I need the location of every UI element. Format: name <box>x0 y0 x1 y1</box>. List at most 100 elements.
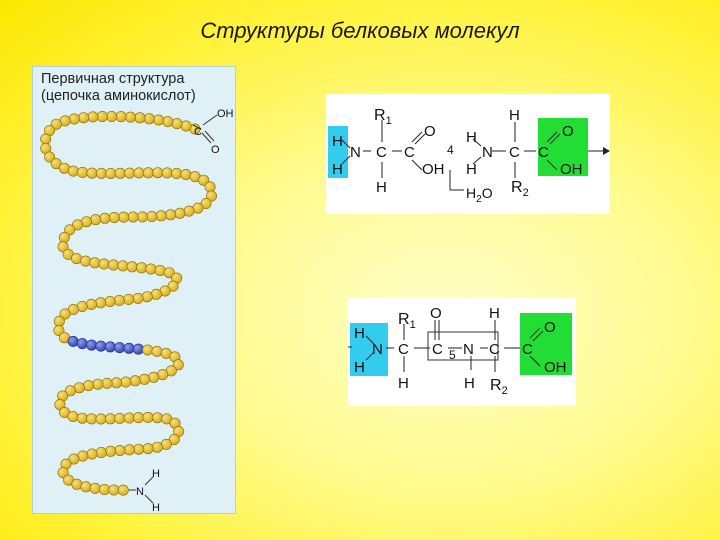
highlighted-amino-acid-bead <box>132 343 144 355</box>
peptide-bond-box <box>427 331 499 361</box>
r1-r2: R2 <box>511 179 529 199</box>
amino-acid-bead <box>151 441 163 453</box>
amino-acid-bead <box>134 112 146 124</box>
amino-acid-bead <box>89 482 101 494</box>
amino-acid-bead <box>70 253 82 265</box>
amino-acid-bead <box>78 112 90 124</box>
amino-acid-bead <box>90 214 102 226</box>
amino-acid-bead <box>72 219 84 231</box>
amino-acid-bead <box>68 453 80 465</box>
r2-c4: C <box>522 341 533 358</box>
amino-acid-bead <box>80 255 92 267</box>
amino-acid-bead <box>127 211 139 223</box>
amino-acid-bead <box>142 443 154 455</box>
amino-acid-bead <box>161 167 173 179</box>
amino-acid-bead <box>171 168 183 180</box>
amino-acid-bead <box>95 167 107 179</box>
r1-o: O <box>424 123 436 140</box>
amino-acid-bead <box>111 377 123 389</box>
highlighted-amino-acid-bead <box>114 342 126 354</box>
r1-h-bottom: H <box>332 161 343 178</box>
amino-acid-bead <box>172 359 184 371</box>
r1-h-top: H <box>332 133 343 150</box>
amino-acid-bead <box>133 412 145 424</box>
amino-acid-bead <box>101 377 113 389</box>
r1-c1: C <box>376 144 387 161</box>
bead-chain <box>40 110 218 496</box>
amino-acid-bead <box>68 113 80 125</box>
amino-acid-bead <box>142 344 154 356</box>
highlighted-amino-acid-bead <box>86 339 98 351</box>
amino-acid-bead <box>82 380 94 392</box>
amino-acid-bead <box>204 181 216 193</box>
carboxyl-group-highlight <box>538 118 588 176</box>
amino-acid-bead <box>105 168 117 180</box>
r2-h-under-n2: H <box>464 375 475 392</box>
amino-acid-bead <box>139 373 151 385</box>
amino-acid-bead <box>96 110 108 122</box>
amino-acid-bead <box>125 111 137 123</box>
amino-acid-bead <box>95 413 107 425</box>
amino-group-highlight <box>328 126 348 178</box>
r2-h-bottom: H <box>354 359 365 376</box>
r2-r1: R1 <box>398 311 416 331</box>
r1-c4: C <box>538 144 549 161</box>
amino-acid-bead <box>106 110 118 122</box>
amino-acid-bead <box>50 118 62 130</box>
amino-acid-bead <box>123 293 135 305</box>
r1-h-under-c1: H <box>376 179 387 196</box>
amino-acid-bead <box>123 444 135 456</box>
amino-acid-bead <box>142 411 154 423</box>
amino-acid-bead <box>120 376 132 388</box>
r1-n: N <box>350 144 361 161</box>
amino-acid-bead <box>148 371 160 383</box>
dipeptide-amino-highlight <box>350 323 388 376</box>
chain-nh2-n: N <box>136 486 144 498</box>
amino-acid-bead <box>115 111 127 123</box>
carboxyl-end-group: C OH O <box>192 108 234 156</box>
amino-acid-bead <box>180 169 192 181</box>
amino-acid-bead <box>108 259 120 271</box>
amino-acid-bead <box>67 410 79 422</box>
amino-acid-bead <box>113 294 125 306</box>
amino-acid-bead <box>142 167 154 179</box>
amino-acid-bead <box>104 296 116 308</box>
amino-acid-bead <box>137 211 149 223</box>
amino-acid-bead <box>146 211 158 223</box>
amino-acid-bead <box>58 232 70 244</box>
amino-acid-bead <box>95 297 107 309</box>
arrow-right-icon <box>603 147 610 155</box>
amino-acid-bead <box>98 258 110 270</box>
r1-h2: H <box>466 129 477 146</box>
amino-acid-bead <box>174 207 186 219</box>
amino-acid-bead <box>123 412 135 424</box>
amino-acid-bead <box>44 151 56 163</box>
amino-acid-bead <box>136 262 148 274</box>
amino-acid-bead <box>80 481 92 493</box>
amino-acid-bead <box>168 433 180 445</box>
amino-acid-bead <box>99 483 111 495</box>
r1-oh2: OH <box>560 161 583 178</box>
amino-acid-bead <box>99 212 111 224</box>
amino-acid-bead <box>57 241 69 253</box>
amino-acid-bead <box>86 448 98 460</box>
condensation-reaction-diagram: H H N C R1 H C O OH 4 H N H H C R2 C O O… <box>328 107 610 205</box>
amino-acid-bead <box>180 120 192 132</box>
amino-acid-bead <box>87 111 99 123</box>
amino-acid-bead <box>59 308 71 320</box>
amino-acid-bead <box>92 378 104 390</box>
r2-o: O <box>544 319 556 336</box>
amino-acid-bead <box>86 413 98 425</box>
amino-acid-bead <box>141 291 153 303</box>
amino-acid-bead <box>114 167 126 179</box>
r2-n: N <box>372 341 383 358</box>
r2-r2: R2 <box>490 377 508 397</box>
amino-acid-bead <box>151 345 163 357</box>
chain-nh2-h2: H <box>152 502 160 513</box>
amino-acid-bead <box>167 280 179 292</box>
amino-acid-bead <box>67 165 79 177</box>
dipeptide-diagram: H H N C R1 O H C 5 N H C H R2 C O OH <box>348 305 572 397</box>
amino-acid-bead <box>86 167 98 179</box>
amino-acid-bead <box>153 114 165 126</box>
amino-acid-bead <box>40 133 52 145</box>
